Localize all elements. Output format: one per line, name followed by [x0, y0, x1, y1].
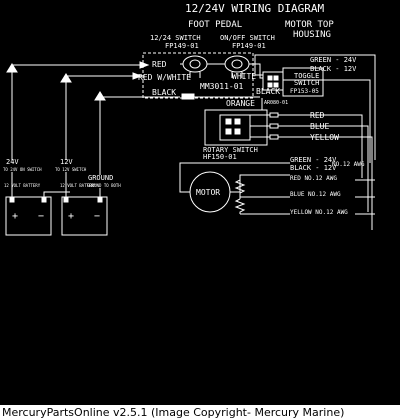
wire-out-red	[250, 114, 363, 178]
battery-1	[5, 196, 52, 236]
battery-1-tag: 12 VOLT BATTERY	[4, 183, 41, 188]
foot-pedal-enclosure	[142, 52, 254, 99]
wire-motor-main	[179, 162, 290, 193]
lower-green-24v: GREEN - 24V	[290, 156, 337, 164]
header-motor-top: MOTOR TOP	[285, 20, 334, 30]
output-connectors	[269, 112, 279, 140]
arrow-red	[139, 61, 150, 69]
battery-12v-sub: TO 12V SWITCH	[55, 167, 87, 172]
resistor-upper	[234, 175, 246, 199]
wire-out-yellow	[250, 136, 373, 230]
wire-battery-series	[43, 191, 70, 197]
switch-12-24-symbol	[180, 55, 210, 78]
black-wire-connector	[181, 93, 195, 100]
battery-2-tag: 12 VOLT BATTERY	[60, 183, 97, 188]
top-black-12v: BLACK - 12V	[310, 65, 357, 73]
toggle-label-2: SWITCH	[294, 79, 319, 87]
battery-terminals	[9, 196, 103, 203]
header-housing: HOUSING	[293, 30, 331, 40]
lower-blue-awg: BLUE NO.12 AWG	[290, 191, 341, 198]
diagram-title: 12/24V WIRING DIAGRAM	[185, 2, 324, 15]
wire-top-green	[254, 54, 376, 160]
wire-top-black	[283, 79, 371, 163]
toggle-label-1: TOGGLE	[294, 72, 319, 80]
switch-12-24-part: FP149-01	[165, 42, 199, 50]
switch-on-off-symbol	[222, 55, 252, 78]
battery-ground-sub: GROUND TO BOTH	[87, 183, 121, 188]
motor-label: MOTOR	[196, 188, 220, 197]
toggle-switch-contacts	[267, 75, 279, 88]
rotary-switch-outer	[204, 109, 268, 146]
rotary-switch-inner	[219, 114, 251, 141]
battery-ground-label: GROUND	[88, 174, 113, 182]
wire-label-red-white: RED W/WHITE	[138, 73, 191, 82]
switch-on-off-label: ON/OFF SWITCH	[220, 34, 275, 42]
battery-1-plus: +	[12, 211, 18, 222]
output-red-label: RED	[310, 111, 325, 120]
output-blue-label: BLUE	[310, 122, 329, 131]
switch-on-off-part: FP149-01	[232, 42, 266, 50]
arrow-black	[94, 91, 106, 101]
resistor-lower	[234, 198, 246, 214]
caption-bar: MercuryPartsOnline v2.5.1 (Image Copyrig…	[0, 405, 400, 420]
toggle-part: FP153-05	[290, 88, 319, 95]
rotary-switch-part: HF150-01	[203, 153, 237, 161]
lower-red-awg: RED NO.12 AWG	[290, 175, 337, 182]
wire-white-to-toggle	[252, 63, 263, 79]
arrow-red-white	[132, 72, 143, 80]
wire-lower-arrows	[355, 179, 375, 215]
battery-2-minus: −	[94, 211, 100, 222]
wire-out-blue	[250, 125, 369, 212]
label-white: WHITE	[232, 72, 256, 81]
wiring-diagram: 12/24V WIRING DIAGRAM FOOT PEDAL MOTOR T…	[3, 2, 376, 236]
toggle-small-label: AR080-01	[264, 100, 288, 106]
orange-label: ORANGE	[226, 99, 255, 108]
wire-label-black: BLACK	[152, 88, 176, 97]
label-black-pedal: BLACK	[256, 87, 280, 96]
lower-awg-main: NO.12 AWG	[332, 161, 365, 168]
arrow-24v	[6, 63, 18, 73]
battery-24v-label: 24V	[6, 158, 19, 166]
arrow-12v	[60, 73, 72, 83]
battery-2-plus: +	[68, 211, 74, 222]
wire-ground-black	[99, 96, 180, 175]
switch-12-24-label: 12/24 SWITCH	[150, 34, 201, 42]
label-mm3011: MM3011-01	[200, 82, 244, 91]
battery-2	[61, 196, 108, 236]
top-green-24v: GREEN - 24V	[310, 56, 357, 64]
lower-black-12v: BLACK - 12V	[290, 164, 337, 172]
wire-label-red: RED	[152, 60, 167, 69]
battery-24v-sub: TO 24V ON SWITCH	[3, 167, 42, 172]
lower-yellow-awg: YELLOW NO.12 AWG	[290, 209, 348, 216]
wire-24v-red	[11, 64, 140, 160]
header-foot-pedal: FOOT PEDAL	[188, 20, 242, 30]
rotary-switch-contacts	[225, 118, 241, 135]
battery-1-minus: −	[38, 211, 44, 222]
output-yellow-label: YELLOW	[310, 133, 339, 142]
battery-12v-label: 12V	[60, 158, 73, 166]
rotary-switch-label: ROTARY SWITCH	[203, 146, 258, 154]
toggle-switch-body	[262, 71, 284, 91]
